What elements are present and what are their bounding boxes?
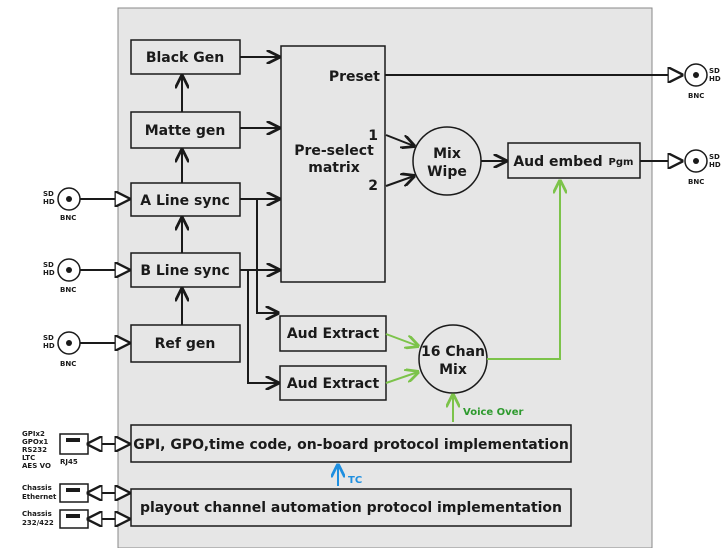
- gpi-line-3: RS232: [22, 446, 47, 454]
- bnc-a-hd: HD: [43, 198, 55, 206]
- bnc-a-label: BNC: [60, 214, 76, 222]
- pgm-label: Pgm: [609, 157, 634, 168]
- bnc-a-sd: SD: [43, 190, 54, 198]
- bnc-out2-hd: HD: [709, 161, 721, 169]
- chassis-232-connector: Chassis 232/422: [22, 509, 129, 529]
- gpi-line-4: LTC: [22, 454, 35, 462]
- aud-extract-2-label: Aud Extract: [287, 376, 380, 392]
- chassis-232-line-2: 232/422: [22, 519, 54, 527]
- playout-block-label: playout channel automation protocol impl…: [140, 500, 562, 516]
- b-line-sync-block: B Line sync: [130, 252, 241, 288]
- chassis-232-line-1: Chassis: [22, 510, 52, 518]
- mix-wipe-block: Mix Wipe: [412, 126, 482, 196]
- chan-mix-block: 16 Chan Mix: [418, 324, 488, 394]
- playout-block: playout channel automation protocol impl…: [130, 488, 572, 527]
- a-line-sync-label: A Line sync: [140, 193, 230, 209]
- aud-embed-block: Aud embed Pgm: [507, 142, 641, 179]
- bnc-output-pgm: SD HD BNC: [684, 149, 721, 186]
- bnc-input-a: SD HD BNC: [43, 187, 129, 222]
- mix-wipe-label-2: Wipe: [427, 164, 467, 180]
- tc-label: TC: [348, 475, 362, 486]
- rj45-gpi-connector: GPIx2 GPOx1 RS232 LTC AES VO RJ45: [22, 430, 129, 470]
- mix-wipe-label-1: Mix: [433, 146, 461, 162]
- bnc-ref-hd: HD: [43, 342, 55, 350]
- bnc-out2-label: BNC: [688, 178, 704, 186]
- rj45-label: RJ45: [60, 458, 78, 466]
- input-2-label: 2: [368, 178, 378, 194]
- preselect-matrix-label-1: Pre-select: [294, 143, 374, 159]
- bnc-ref-label: BNC: [60, 360, 76, 368]
- bnc-input-ref: SD HD BNC: [43, 331, 129, 368]
- aud-embed-label: Aud embed: [513, 154, 602, 170]
- chassis-ethernet-connector: Chassis Ethernet: [22, 483, 129, 503]
- ref-gen-block: Ref gen: [130, 324, 241, 363]
- input-1-label: 1: [368, 128, 378, 144]
- preset-label: Preset: [329, 69, 380, 85]
- aud-extract-1-block: Aud Extract: [279, 315, 387, 352]
- bnc-out2-sd: SD: [709, 153, 720, 161]
- chassis-ethernet-line-1: Chassis: [22, 484, 52, 492]
- aud-extract-1-label: Aud Extract: [287, 326, 380, 342]
- gpi-block-label: GPI, GPO,time code, on-board protocol im…: [133, 437, 569, 453]
- preselect-matrix-label-2: matrix: [308, 160, 359, 176]
- bnc-out1-label: BNC: [688, 92, 704, 100]
- bnc-input-b: SD HD BNC: [43, 258, 129, 294]
- bnc-ref-sd: SD: [43, 334, 54, 342]
- gpi-line-2: GPOx1: [22, 438, 48, 446]
- bnc-b-label: BNC: [60, 286, 76, 294]
- gpi-block: GPI, GPO,time code, on-board protocol im…: [130, 424, 572, 463]
- audio-green-connectors: [385, 181, 560, 422]
- voice-over-label: Voice Over: [463, 407, 523, 418]
- gpi-line-5: AES VO: [22, 462, 51, 470]
- matrix-output-connectors: [385, 75, 682, 187]
- preselect-matrix-block: Pre-select matrix Preset 1 2: [280, 45, 386, 283]
- bnc-out1-sd: SD: [709, 67, 720, 75]
- black-gen-label: Black Gen: [146, 50, 224, 66]
- bnc-b-sd: SD: [43, 261, 54, 269]
- ref-gen-label: Ref gen: [155, 336, 216, 352]
- chassis-ethernet-line-2: Ethernet: [22, 493, 57, 501]
- black-gen-block: Black Gen: [130, 39, 241, 75]
- chan-mix-label-2: Mix: [439, 362, 467, 378]
- aud-extract-2-block: Aud Extract: [279, 365, 387, 401]
- gpi-line-1: GPIx2: [22, 430, 45, 438]
- matte-gen-block: Matte gen: [130, 111, 241, 149]
- a-line-sync-block: A Line sync: [130, 182, 241, 217]
- b-line-sync-label: B Line sync: [140, 263, 229, 279]
- matrix-input-connectors: [240, 57, 279, 383]
- bnc-output-preset: SD HD BNC: [684, 63, 721, 100]
- chan-mix-label-1: 16 Chan: [421, 344, 485, 360]
- matte-gen-label: Matte gen: [145, 123, 226, 139]
- bnc-out1-hd: HD: [709, 75, 721, 83]
- bnc-b-hd: HD: [43, 269, 55, 277]
